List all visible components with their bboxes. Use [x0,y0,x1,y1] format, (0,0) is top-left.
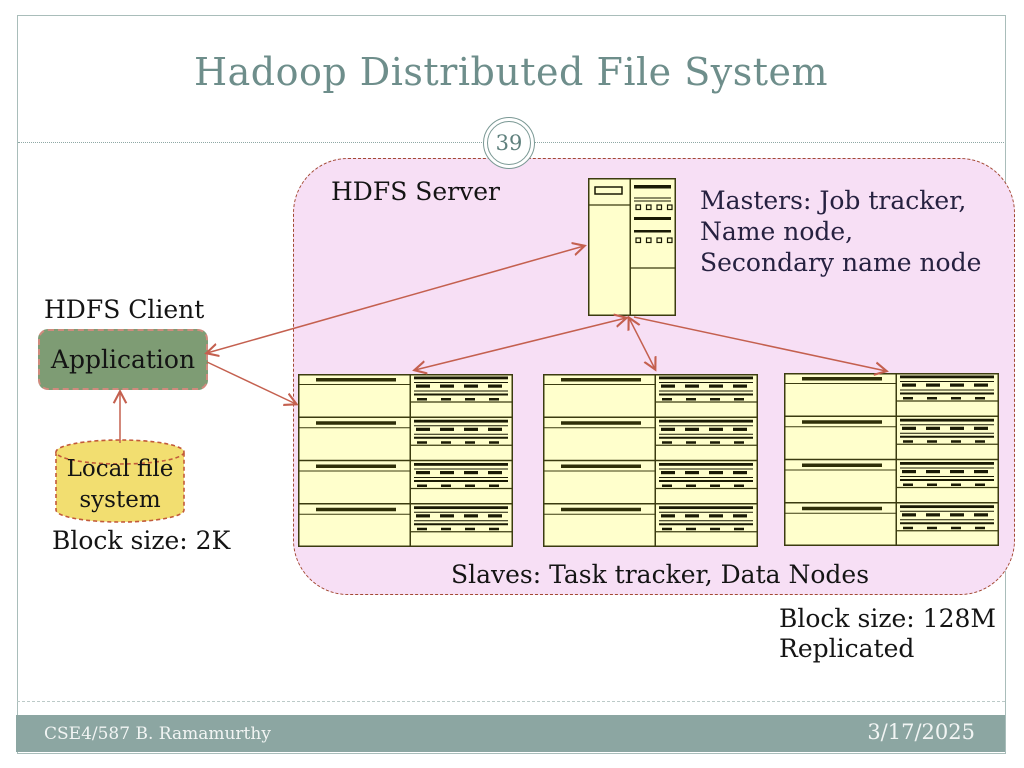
application-label: Application [50,345,196,374]
data-node-rack-icon [543,374,758,551]
client-block-size-label: Block size: 2K [52,526,231,555]
footer-bar: CSE4/587 B. Ramamurthy 3/17/2025 [16,715,1005,752]
hdfs-server-label: HDFS Server [331,177,501,206]
slave-block-line-2: Replicated [779,634,915,663]
server-tower-icon [588,178,676,320]
masters-line-2: Name node, [700,217,854,246]
footer-date: 3/17/2025 [867,720,975,744]
hdfs-client-label: HDFS Client [44,295,205,324]
masters-caption: Masters: Job tracker, Name node, Seconda… [700,185,981,278]
slide-number: 39 [487,121,531,165]
masters-line-3: Secondary name node [700,248,982,277]
slide-number-badge: 39 [483,117,535,169]
footer-divider-line [17,701,1005,702]
database-cylinder-icon: Local file system [54,438,186,526]
local-fs-label: Local file system [54,454,186,516]
masters-line-1: Masters: Job tracker, [700,186,967,215]
data-node-rack-icon [784,373,999,550]
slave-block-line-1: Block size: 128M [779,604,996,633]
footer-course-label: CSE4/587 B. Ramamurthy [44,724,271,744]
slide-title: Hadoop Distributed File System [194,50,828,94]
local-fs-line-2: system [79,487,161,513]
local-fs-line-1: Local file [66,456,174,482]
slave-block-size-label: Block size: 128M Replicated [779,604,996,664]
application-box: Application [38,329,208,390]
data-node-rack-icon [298,374,513,551]
slaves-caption: Slaves: Task tracker, Data Nodes [450,560,870,589]
